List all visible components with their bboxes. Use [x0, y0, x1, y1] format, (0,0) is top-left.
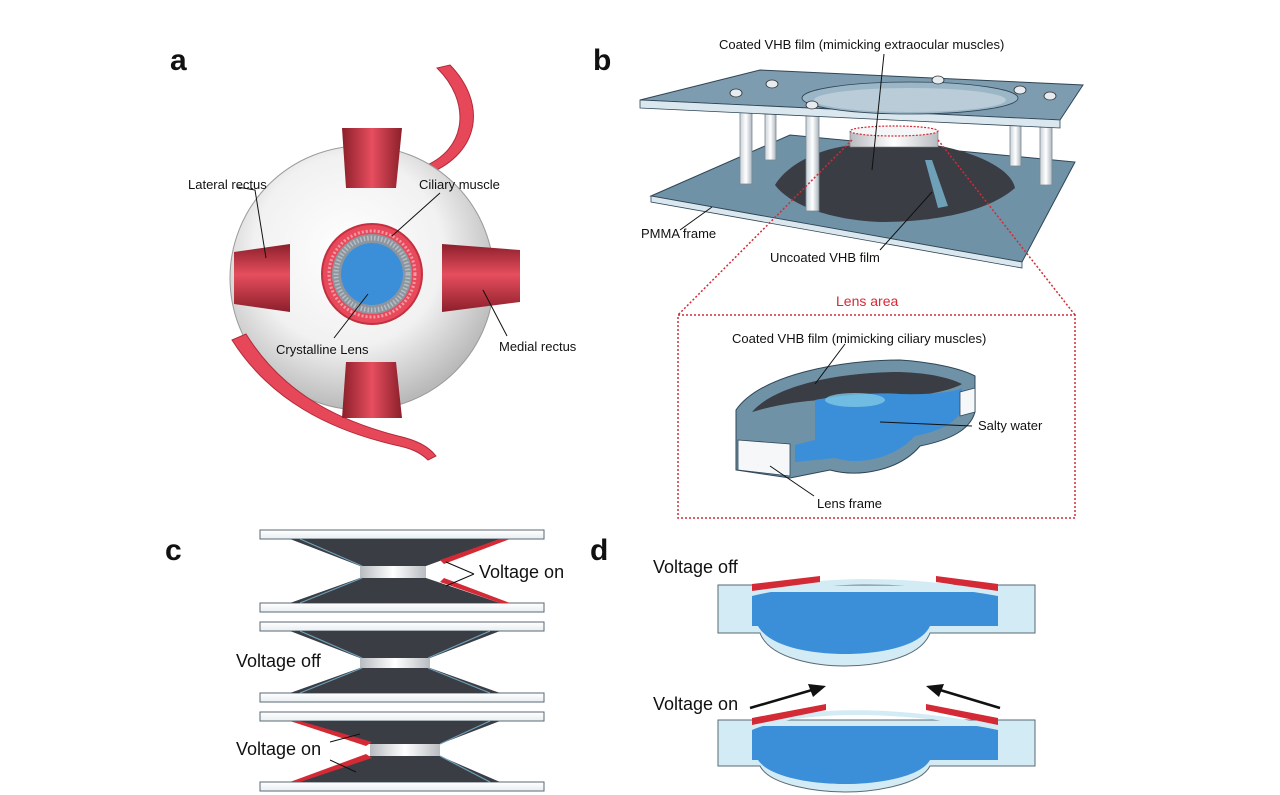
panel-letter-b: b: [593, 44, 611, 77]
posts: [739, 107, 1053, 212]
ciliary-gray-band-texture: [333, 235, 411, 313]
label-lateral-rectus: Lateral rectus: [188, 177, 267, 192]
zoom-line-right: [937, 139, 1076, 316]
leader-coated-extraocular: [871, 53, 885, 171]
label-coated-ciliary: Coated VHB film (mimicking ciliary muscl…: [732, 331, 986, 346]
lens-top-film: [752, 372, 962, 412]
label-d-voltage-on: Voltage on: [653, 694, 738, 714]
optic-ribbon-bottom: [231, 333, 437, 461]
d-lens-off: [717, 576, 1036, 667]
panel-d: d Voltage off Voltage on: [590, 534, 1036, 793]
c-state-3: [259, 711, 545, 792]
c-state-1: [259, 529, 545, 613]
vhb-cone-dark: [775, 145, 1015, 222]
d-lens-on: [717, 684, 1036, 793]
label-coated-extraocular: Coated VHB film (mimicking extraocular m…: [719, 37, 1004, 52]
leader-salty-water: [879, 421, 973, 427]
bolts: [729, 75, 1057, 110]
leader-lens-frame: [769, 465, 815, 497]
label-uncoated-vhb: Uncoated VHB film: [770, 250, 880, 265]
label-c-voltage-on-1: Voltage on: [479, 562, 564, 582]
panel-letter-a: a: [170, 44, 187, 77]
lens-frame-white: [737, 439, 791, 477]
panel-a: a Lateral rectus Ciliary muscle Crystall…: [170, 44, 577, 461]
zoom-line-left: [677, 139, 853, 316]
label-salty-water: Salty water: [978, 418, 1043, 433]
lens-neck-top: [849, 125, 939, 137]
label-c-voltage-off: Voltage off: [236, 651, 322, 671]
ciliary-muscle-ring-inner: [327, 229, 417, 319]
lens-water-highlight: [825, 393, 885, 407]
panel-letter-d: d: [590, 534, 608, 567]
crystalline-lens: [341, 243, 403, 305]
leader-medial: [482, 289, 508, 337]
uncoated-vhb-strip: [925, 160, 948, 208]
label-lens-area: Lens area: [836, 293, 898, 309]
lens-frame-white-right: [959, 387, 976, 417]
inferior-rectus: [342, 362, 402, 418]
c-state-2: [259, 621, 545, 703]
salty-water: [795, 388, 962, 462]
bottom-pmma-plate-edge: [650, 195, 1023, 269]
label-d-voltage-off: Voltage off: [653, 557, 739, 577]
top-plate-opening-film: [814, 88, 1006, 112]
lateral-rectus: [234, 244, 290, 312]
leader-coated-ciliary: [814, 343, 846, 385]
panel-b: b: [593, 37, 1084, 519]
label-ciliary-muscle: Ciliary muscle: [419, 177, 500, 192]
panel-letter-c: c: [165, 534, 182, 567]
leader-ciliary: [391, 192, 441, 237]
label-c-voltage-on-2: Voltage on: [236, 739, 321, 759]
panel-c: c Voltage on Voltage off: [165, 529, 564, 792]
label-lens-frame: Lens frame: [817, 496, 882, 511]
label-crystalline-lens: Crystalline Lens: [276, 342, 369, 357]
leader-lateral-rectus: [236, 186, 267, 259]
leader-pmma-frame: [679, 206, 713, 231]
lens-cross-section: [735, 359, 976, 479]
label-pmma-frame: PMMA frame: [641, 226, 716, 241]
superior-rectus: [342, 128, 402, 188]
medial-rectus: [442, 244, 520, 312]
leader-lens: [333, 293, 369, 339]
leader-uncoated-vhb: [879, 191, 933, 251]
label-medial-rectus: Medial rectus: [499, 339, 577, 354]
